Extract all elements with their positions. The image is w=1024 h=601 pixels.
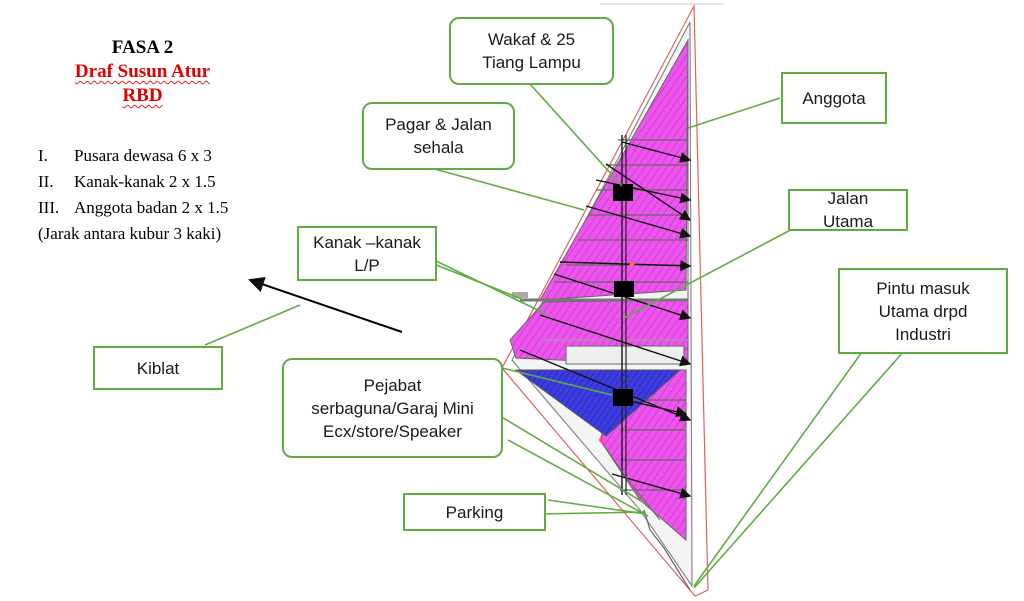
marker-square xyxy=(614,281,634,297)
callout-parking: Parking xyxy=(403,493,546,531)
callout-kiblat: Kiblat xyxy=(93,346,223,390)
site-boundary xyxy=(501,3,709,597)
legend-item: (Jarak antara kubur 3 kaki) xyxy=(38,221,228,247)
callout-anggota: Anggota xyxy=(781,72,887,124)
callout-kanak: Kanak –kanak L/P xyxy=(297,226,437,281)
legend-text: Pusara dewasa 6 x 3 xyxy=(74,146,212,165)
legend-num: II. xyxy=(38,172,54,191)
phase-title: FASA 2 xyxy=(111,37,174,58)
legend-list: I. Pusara dewasa 6 x 3 II. Kanak-kanak 2 x… xyxy=(38,143,228,247)
rbd-title: RBD xyxy=(122,85,163,106)
legend-item: II. Kanak-kanak 2 x 1.5 xyxy=(38,169,228,195)
title-block: FASA 2 Draf Susun Atur RBD xyxy=(20,36,265,108)
draft-title: Draf Susun Atur xyxy=(74,61,211,82)
legend-num: I. xyxy=(38,146,48,165)
callout-pejabat: Pejabat serbaguna/Garaj Mini Ecx/store/S… xyxy=(282,358,503,458)
legend-text: Anggota badan 2 x 1.5 xyxy=(74,198,229,217)
legend-item: III. Anggota badan 2 x 1.5 xyxy=(38,195,228,221)
callout-pintu-masuk: Pintu masuk Utama drpd Industri xyxy=(838,268,1008,354)
callout-jalan-utama: Jalan Utama xyxy=(788,189,908,231)
marker-square xyxy=(613,184,633,201)
legend-item: I. Pusara dewasa 6 x 3 xyxy=(38,143,228,169)
callout-pagar: Pagar & Jalan sehala xyxy=(362,102,515,170)
callout-wakaf: Wakaf & 25 Tiang Lampu xyxy=(449,17,614,85)
legend-text: Kanak-kanak 2 x 1.5 xyxy=(74,172,216,191)
marker-square xyxy=(613,389,633,406)
road-band xyxy=(565,345,685,365)
kiblat-arrow xyxy=(248,276,403,333)
legend-text: (Jarak antara kubur 3 kaki) xyxy=(38,224,222,243)
office-area xyxy=(514,369,682,437)
legend-num: III. xyxy=(38,198,60,217)
